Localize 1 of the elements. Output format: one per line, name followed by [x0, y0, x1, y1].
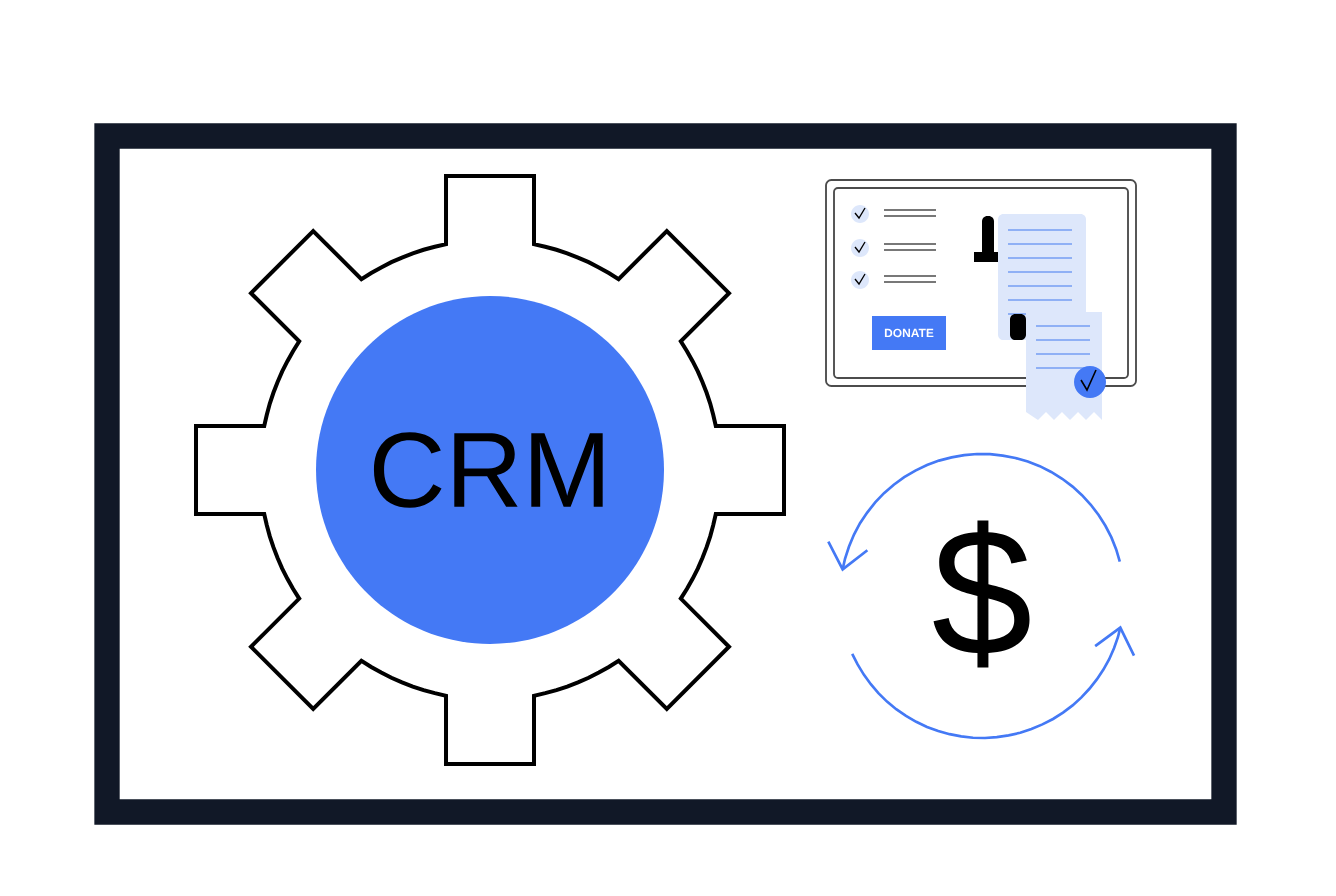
dollar-sign: $: [933, 520, 1030, 668]
